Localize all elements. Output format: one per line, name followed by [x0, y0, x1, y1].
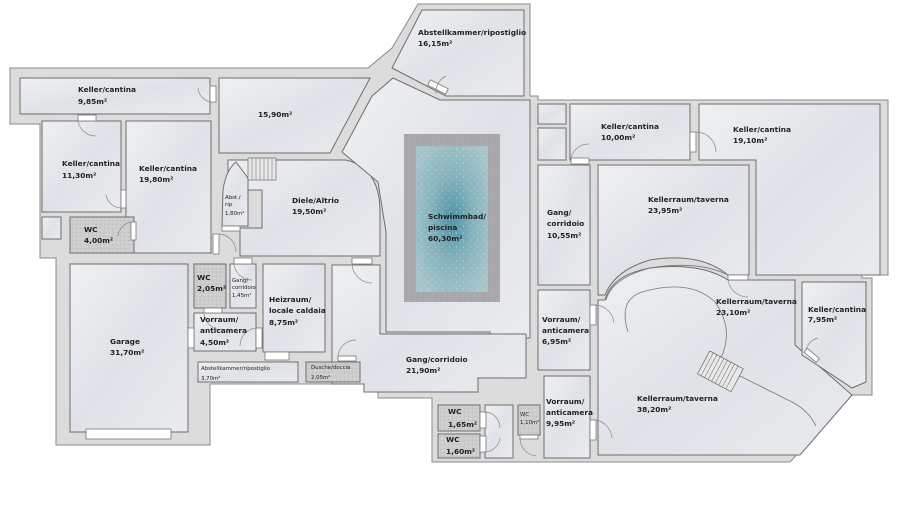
pool [404, 134, 500, 302]
room-vorraum-6-95 [537, 289, 591, 371]
label-wc-4-00-area: 4,00m² [84, 236, 113, 245]
label-gang-21-90-name: Gang/corridoio [406, 355, 468, 364]
label-gang-10-55-area: 10,55m² [547, 231, 581, 240]
label-keller-9-85-area: 9,85m² [78, 97, 107, 106]
label-gang-21-90-area: 21,90m² [406, 366, 440, 375]
room-keller-19-10 [698, 103, 881, 276]
room-abstellkammer-16-15 [391, 9, 525, 97]
label-wc-2-05-name: WC [197, 273, 211, 282]
label-dusche-area: 2,05m² [311, 374, 330, 381]
label-heizraum-name: Heizraum/locale caldaia [269, 295, 326, 315]
label-keller-19-80-name: Keller/cantina [139, 164, 197, 173]
room-labels: Keller/cantina 9,85m² Keller/cantina 11,… [62, 28, 866, 456]
room-gang-21-90 [331, 264, 527, 393]
label-diele-area: 19,50m² [292, 207, 326, 216]
room-abst-rip [221, 161, 249, 227]
label-abst-rip-area: 1,80m² [225, 210, 244, 217]
label-kellerraum-38-20-name: Kellerraum/taverna [637, 394, 718, 403]
label-wc-1-10-name: WC [520, 412, 529, 418]
label-keller-10-00-name: Keller/cantina [601, 122, 659, 131]
room-wc-1-65 [437, 404, 481, 432]
staircase-taverna [697, 350, 744, 393]
label-diele-name: Diele/Altrio [292, 196, 339, 205]
room-keller-7-95 [801, 281, 867, 389]
staircase-upper [247, 157, 277, 181]
room-storage-top-a [537, 103, 567, 125]
label-dusche-name: Dusche/doccia [311, 365, 350, 371]
label-keller-10-00-area: 10,00m² [601, 133, 635, 142]
label-kellerraum-23-10-area: 23,10m² [716, 308, 750, 317]
label-wc-2-05-area: 2,05m² [197, 284, 226, 293]
room-gang-1-45 [229, 263, 257, 309]
label-abstellkammer-16-15-area: 16,15m² [418, 39, 452, 48]
label-vorraum-6-95-area: 6,95m² [542, 337, 571, 346]
room-keller-11-30 [41, 120, 122, 213]
label-vorraum-9-95-area: 9,95m² [546, 419, 575, 428]
label-heizraum-area: 8,75m² [269, 318, 298, 327]
label-keller-7-95-area: 7,95m² [808, 315, 837, 324]
label-gang-1-45-area: 1,45m² [232, 292, 251, 299]
label-room-15-90-area: 15,90m² [258, 110, 292, 119]
label-kellerraum-23-95-area: 23,95m² [648, 206, 682, 215]
room-heizraum [262, 263, 326, 353]
label-gang-10-55-name: Gang/corridoio [547, 208, 584, 228]
label-kellerraum-23-10-name: Kellerraum/taverna [716, 297, 797, 306]
label-wc-1-65-name: WC [448, 407, 462, 416]
room-storage-small [41, 216, 62, 240]
room-dusche [305, 361, 361, 383]
label-wc-1-65-area: 1,65m² [448, 420, 477, 429]
label-abst-rip-name: Abst./rip [225, 195, 241, 208]
label-abstellkammer-3-70-area: 3,70m² [201, 375, 220, 382]
label-vorraum-4-50-area: 4,50m² [200, 338, 229, 347]
room-keller-10-00 [569, 103, 691, 161]
label-wc-4-00-name: WC [84, 225, 98, 234]
taverna-rail [737, 374, 817, 427]
label-wc-1-10-area: 1,10m² [520, 419, 539, 426]
taverna-arc-wall [624, 286, 727, 361]
label-garage-area: 31,70m² [110, 348, 144, 357]
label-vorraum-6-95-name: Vorraum/anticamera [542, 315, 589, 335]
label-keller-19-10-name: Keller/cantina [733, 125, 791, 134]
room-storage-top-b [537, 127, 567, 161]
label-vorraum-9-95-name: Vorraum/anticamera [546, 397, 593, 417]
label-wc-1-60-name: WC [446, 435, 460, 444]
label-keller-9-85-name: Keller/cantina [78, 85, 136, 94]
label-abstellkammer-3-70-name: Abstellkammer/ripostiglio [201, 366, 270, 372]
room-15-90 [218, 77, 371, 154]
label-kellerraum-38-20-area: 38,20m² [637, 405, 671, 414]
room-keller-9-85 [19, 77, 211, 115]
label-garage-name: Garage [110, 337, 140, 346]
label-keller-7-95-name: Keller/cantina [808, 305, 866, 314]
room-hall-lower [484, 404, 514, 459]
room-gang-10-55 [537, 164, 591, 286]
label-schwimmbad-name: Schwimmbad/piscina [428, 212, 486, 232]
garage-door [85, 428, 172, 440]
label-vorraum-4-50-name: Vorraum/anticamera [200, 315, 247, 335]
room-wc-4-00 [69, 216, 135, 254]
room-kellerraum-23-95 [597, 164, 750, 296]
label-keller-11-30-name: Keller/cantina [62, 159, 120, 168]
label-keller-19-80-area: 19,80m² [139, 175, 173, 184]
label-kellerraum-23-95-name: Kellerraum/taverna [648, 195, 729, 204]
room-garage [69, 263, 189, 433]
label-gang-1-45-name: Gang/corridoio [232, 278, 256, 291]
label-wc-1-60-area: 1,60m² [446, 447, 475, 456]
label-keller-11-30-area: 11,30m² [62, 171, 96, 180]
room-vorraum-9-95 [543, 375, 591, 459]
room-keller-19-80 [125, 120, 212, 254]
label-schwimmbad-area: 60,30m² [428, 234, 462, 243]
room-abstellkammer-3-70 [197, 361, 299, 383]
label-abstellkammer-16-15-name: Abstellkammer/ripostiglio [418, 28, 526, 37]
room-wc-2-05 [193, 263, 227, 309]
doors [77, 75, 820, 457]
label-keller-19-10-area: 19,10m² [733, 136, 767, 145]
